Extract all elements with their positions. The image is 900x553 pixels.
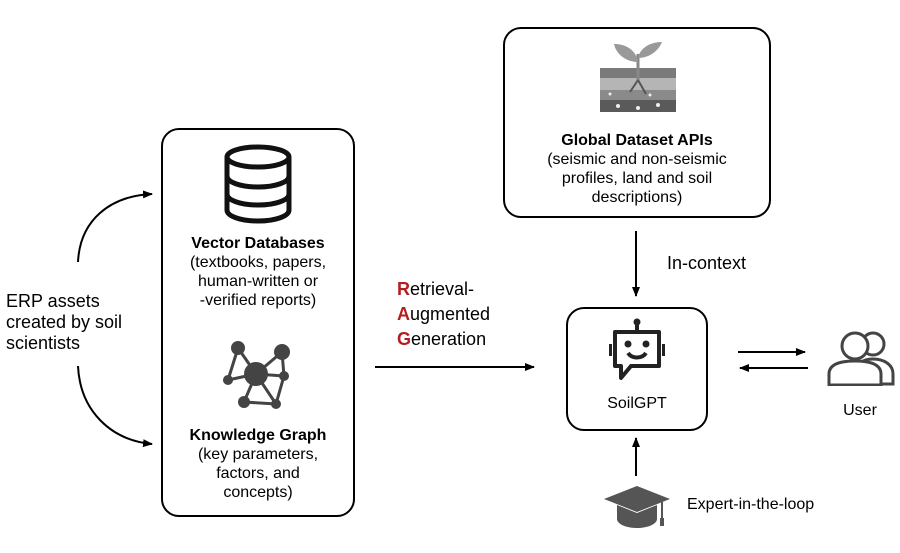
vector-db-line3: -verified reports)	[199, 292, 317, 309]
rag-r-initial: R	[397, 279, 410, 299]
knowledge-graph-icon	[223, 341, 290, 409]
database-icon	[224, 144, 292, 224]
vector-db-line2: human-written or	[197, 273, 319, 290]
erp-assets-line1: ERP assets	[6, 291, 100, 311]
erp-assets-line3: scientists	[6, 333, 81, 353]
rag-a-initial: A	[397, 304, 410, 324]
knowledge-sources-box	[161, 128, 355, 517]
erp-assets-label: ERP assets created by soil scientists	[6, 291, 122, 354]
knowledge-graph-line2: factors, and	[216, 465, 300, 482]
vector-db-title: Vector Databases	[191, 235, 325, 252]
robot-chat-icon	[609, 318, 665, 380]
global-apis-line2: profiles, land and soil	[561, 170, 713, 187]
vector-db-line1: (textbooks, papers,	[189, 254, 327, 271]
in-context-label: In-context	[667, 253, 747, 273]
rag-label: Retrieval- Augmented Generation	[397, 277, 490, 352]
arrow-erp-to-graph	[77, 365, 153, 448]
global-apis-title: Global Dataset APIs	[561, 132, 713, 149]
users-icon	[827, 331, 895, 386]
knowledge-graph-title: Knowledge Graph	[189, 427, 327, 444]
global-apis-line1: (seismic and non-seismic	[547, 151, 727, 168]
rag-a-rest: ugmented	[410, 304, 491, 324]
graduation-cap-icon	[604, 486, 670, 528]
global-apis-line3: descriptions)	[591, 189, 683, 206]
knowledge-graph-line1: (key parameters,	[197, 446, 319, 463]
arrow-erp-to-vector	[77, 190, 153, 263]
rag-r-rest: etrieval-	[410, 279, 475, 299]
user-label: User	[843, 402, 877, 419]
soilgpt-label: SoilGPT	[607, 395, 667, 412]
rag-g-initial: G	[397, 329, 412, 349]
erp-assets-line2: created by soil	[6, 312, 123, 332]
rag-g-rest: eneration	[411, 329, 487, 349]
knowledge-graph-line3: concepts)	[223, 484, 293, 501]
expert-label: Expert-in-the-loop	[687, 496, 815, 513]
soil-plant-icon	[600, 42, 676, 112]
